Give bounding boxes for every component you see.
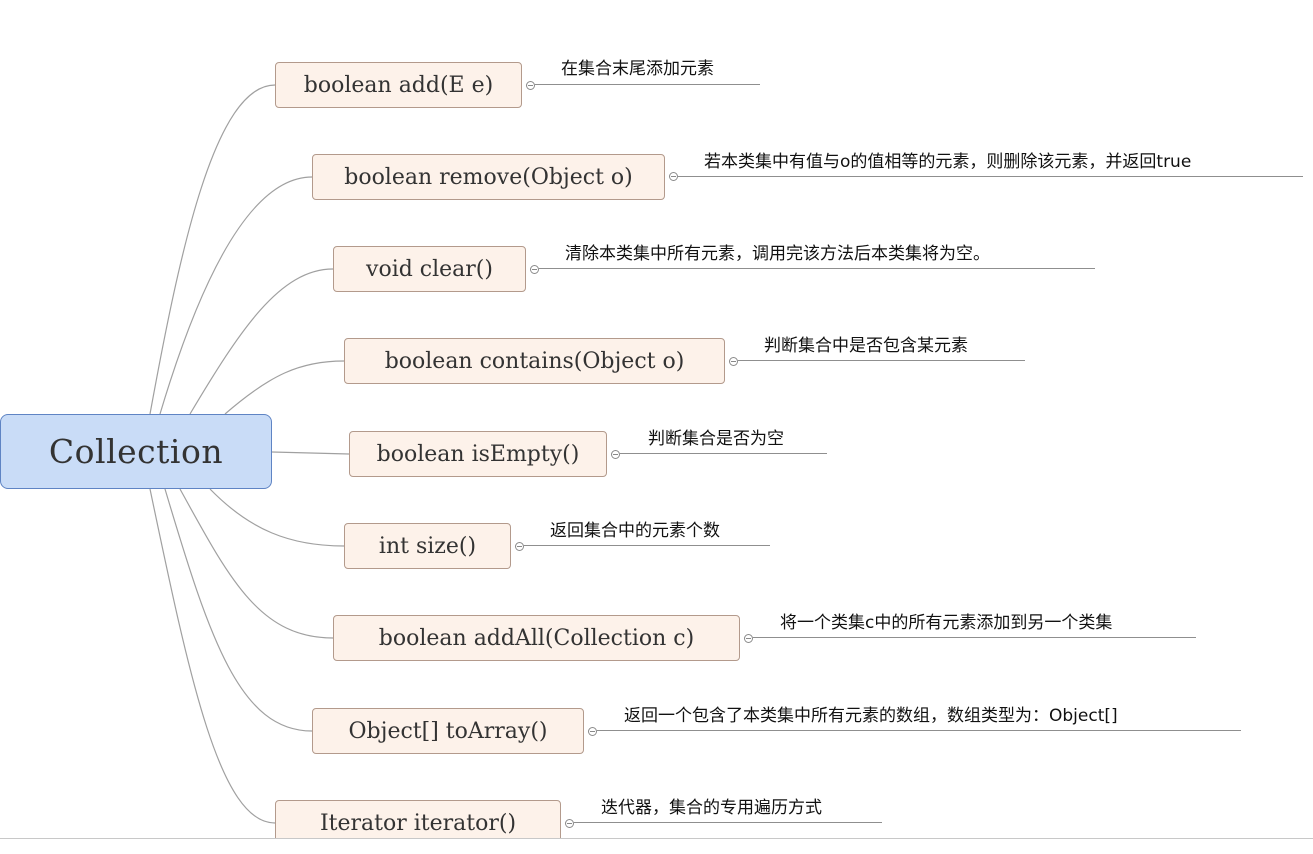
branch-connector [224,360,345,415]
branch-connector [189,268,334,415]
method-note: 在集合末尾添加元素 [561,59,714,79]
method-node-toarray[interactable]: Object[] toArray() [312,708,584,754]
method-node-size[interactable]: int size() [344,523,511,569]
method-note: 判断集合是否为空 [648,429,784,449]
method-node-contains[interactable]: boolean contains(Object o) [344,338,725,384]
branch-connector [271,451,350,455]
root-node-label: Collection [48,432,224,471]
method-node-label: boolean addAll(Collection c) [378,625,695,651]
branch-connector [149,488,276,824]
note-underline [620,453,827,454]
method-note: 返回集合中的元素个数 [550,521,720,541]
method-note: 判断集合中是否包含某元素 [764,336,968,356]
method-node-isempty[interactable]: boolean isEmpty() [349,431,607,477]
note-underline [753,637,1196,638]
method-node-label: Iterator iterator() [319,810,517,836]
canvas-bottom-border [0,838,1313,839]
method-note: 迭代器，集合的专用遍历方式 [601,798,822,818]
method-node-label: boolean contains(Object o) [384,348,685,374]
collapse-toggle-icon[interactable] [744,634,753,643]
method-node-label: void clear() [366,256,493,282]
collapse-toggle-icon[interactable] [729,357,738,366]
branch-connector [149,84,276,415]
method-node-label: boolean isEmpty() [376,441,580,467]
branch-connector [209,488,345,547]
canvas-bottom-area [0,839,1313,854]
note-underline [574,822,882,823]
collapse-toggle-icon[interactable] [669,172,678,181]
note-underline [738,360,1025,361]
method-node-addall[interactable]: boolean addAll(Collection c) [333,615,740,661]
root-node-collection[interactable]: Collection [0,414,272,489]
branch-connector [164,488,313,732]
note-underline [524,545,770,546]
method-node-label: boolean remove(Object o) [344,164,633,190]
method-node-clear[interactable]: void clear() [333,246,526,292]
collapse-toggle-icon[interactable] [526,81,535,90]
note-underline [678,176,1303,177]
method-node-label: Object[] toArray() [348,718,548,744]
branch-connector [179,488,334,639]
method-note: 若本类集中有值与o的值相等的元素，则删除该元素，并返回true [704,152,1192,172]
note-underline [535,84,760,85]
collapse-toggle-icon[interactable] [530,265,539,274]
method-node-remove[interactable]: boolean remove(Object o) [312,154,665,200]
branch-connector [159,176,313,415]
collapse-toggle-icon[interactable] [611,450,620,459]
method-node-label: boolean add(E e) [303,72,494,98]
method-node-add[interactable]: boolean add(E e) [275,62,522,108]
collapse-toggle-icon[interactable] [588,727,597,736]
method-note: 返回一个包含了本类集中所有元素的数组，数组类型为：Object[] [624,706,1118,726]
method-node-label: int size() [378,533,477,559]
note-underline [597,730,1241,731]
method-note: 将一个类集c中的所有元素添加到另一个类集 [780,613,1113,633]
collapse-toggle-icon[interactable] [515,542,524,551]
note-underline [539,268,1095,269]
collapse-toggle-icon[interactable] [565,819,574,828]
method-note: 清除本类集中所有元素，调用完该方法后本类集将为空。 [565,244,990,264]
